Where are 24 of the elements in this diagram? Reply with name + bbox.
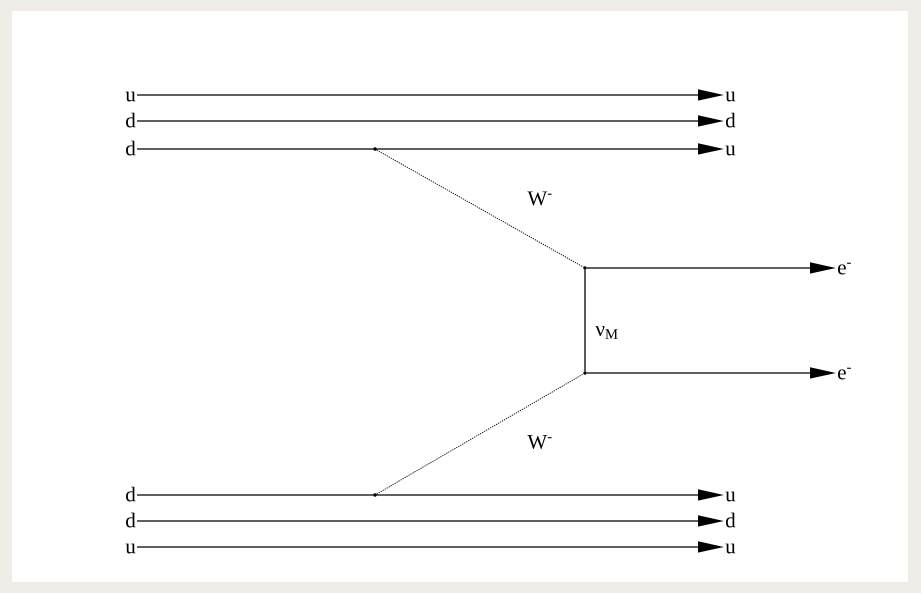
line — [584, 270, 586, 372]
particle-label: d — [126, 140, 136, 156]
particle-label: u — [725, 544, 736, 554]
particle-label: u — [126, 92, 136, 102]
particle-label: d — [126, 112, 136, 128]
particle-label: u — [126, 544, 136, 554]
particle-label: d — [126, 512, 136, 528]
edge-label: W$^{-}$ — [526, 190, 554, 207]
particle-label: e$^{-}$ — [838, 262, 851, 274]
vertex — [583, 266, 587, 270]
vertex — [583, 371, 587, 375]
particle-label: e$^{-}$ — [838, 368, 851, 380]
dotted-line — [376, 150, 584, 268]
particle-label: d — [726, 512, 736, 528]
vertex — [373, 493, 377, 497]
particle-label: u — [725, 146, 736, 156]
edge-label: W$^{-}$ — [526, 434, 554, 450]
vertex — [373, 147, 377, 151]
particle-label: u — [725, 92, 736, 102]
dotted-line — [376, 374, 584, 494]
particle-label: d — [126, 486, 136, 502]
edge-label: ν$_{M}$ — [594, 325, 620, 340]
particle-label: d — [726, 112, 736, 128]
particle-label: u — [725, 492, 736, 502]
